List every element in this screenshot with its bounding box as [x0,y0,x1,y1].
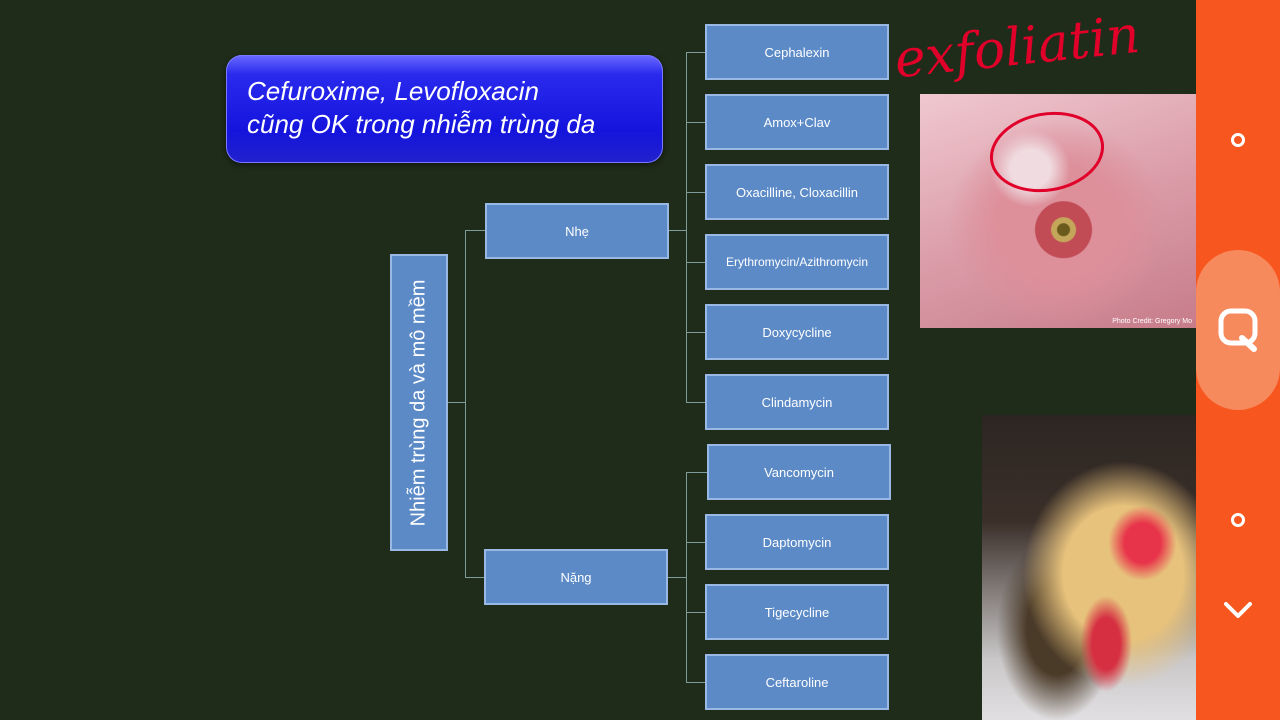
root-label: Nhiễm trùng da và mô mềm [407,279,430,526]
annotation-text: exfoliatin [892,5,1143,90]
navigation-bar [1196,0,1280,720]
category-trunk [465,230,466,577]
circle-icon [1231,133,1245,147]
drug-node: Doxycycline [705,304,889,360]
mild-connector [465,230,485,231]
severe-branch [686,612,705,613]
search-button[interactable] [1196,250,1280,410]
mild-branch [686,262,705,263]
handwritten-annotation: exfoliatin [892,5,1143,90]
chevron-down-icon [1224,602,1252,618]
mild-trunk [686,52,687,402]
callout-line-1: Cefuroxime, Levofloxacin [247,76,539,106]
foot-wound-photo [982,415,1196,720]
mild-out-connector [669,230,687,231]
severe-trunk [686,472,687,682]
drug-node: Ceftaroline [705,654,889,710]
drug-node: Cephalexin [705,24,889,80]
mild-branch [686,192,705,193]
nav-top-button[interactable] [1196,120,1280,160]
callout-line-2: cũng OK trong nhiễm trùng da [247,109,596,139]
mild-branch [686,122,705,123]
drug-node: Clindamycin [705,374,889,430]
drug-node: Amox+Clav [705,94,889,150]
collapse-button[interactable] [1196,590,1280,630]
severe-branch [686,682,705,683]
drug-node: Vancomycin [707,444,891,500]
photo-credit: Photo Credit: Gregory Mo [1112,318,1192,325]
severe-out-connector [667,577,687,578]
severe-branch [686,472,707,473]
ink-circle-annotation [989,111,1105,193]
drug-node: Oxacilline, Cloxacillin [705,164,889,220]
mild-branch [686,52,705,53]
slide-canvas: Cefuroxime, Levofloxacin cũng OK trong n… [226,4,1196,720]
drug-node: Daptomycin [705,514,889,570]
root-connector [448,402,466,403]
mild-branch [686,332,705,333]
nav-bottom-button[interactable] [1196,500,1280,540]
category-mild: Nhẹ [485,203,669,259]
severe-connector [465,577,485,578]
drug-node: Erythromycin/Azithromycin [705,234,889,290]
root-node: Nhiễm trùng da và mô mềm [390,254,448,551]
skin-lesion-photo: Photo Credit: Gregory Mo [920,94,1196,328]
circle-icon [1231,513,1245,527]
note-callout: Cefuroxime, Levofloxacin cũng OK trong n… [226,55,663,163]
severe-branch [686,542,705,543]
search-icon [1218,308,1258,352]
drug-node: Tigecycline [705,584,889,640]
mild-branch [686,402,705,403]
category-severe: Nặng [484,549,668,605]
